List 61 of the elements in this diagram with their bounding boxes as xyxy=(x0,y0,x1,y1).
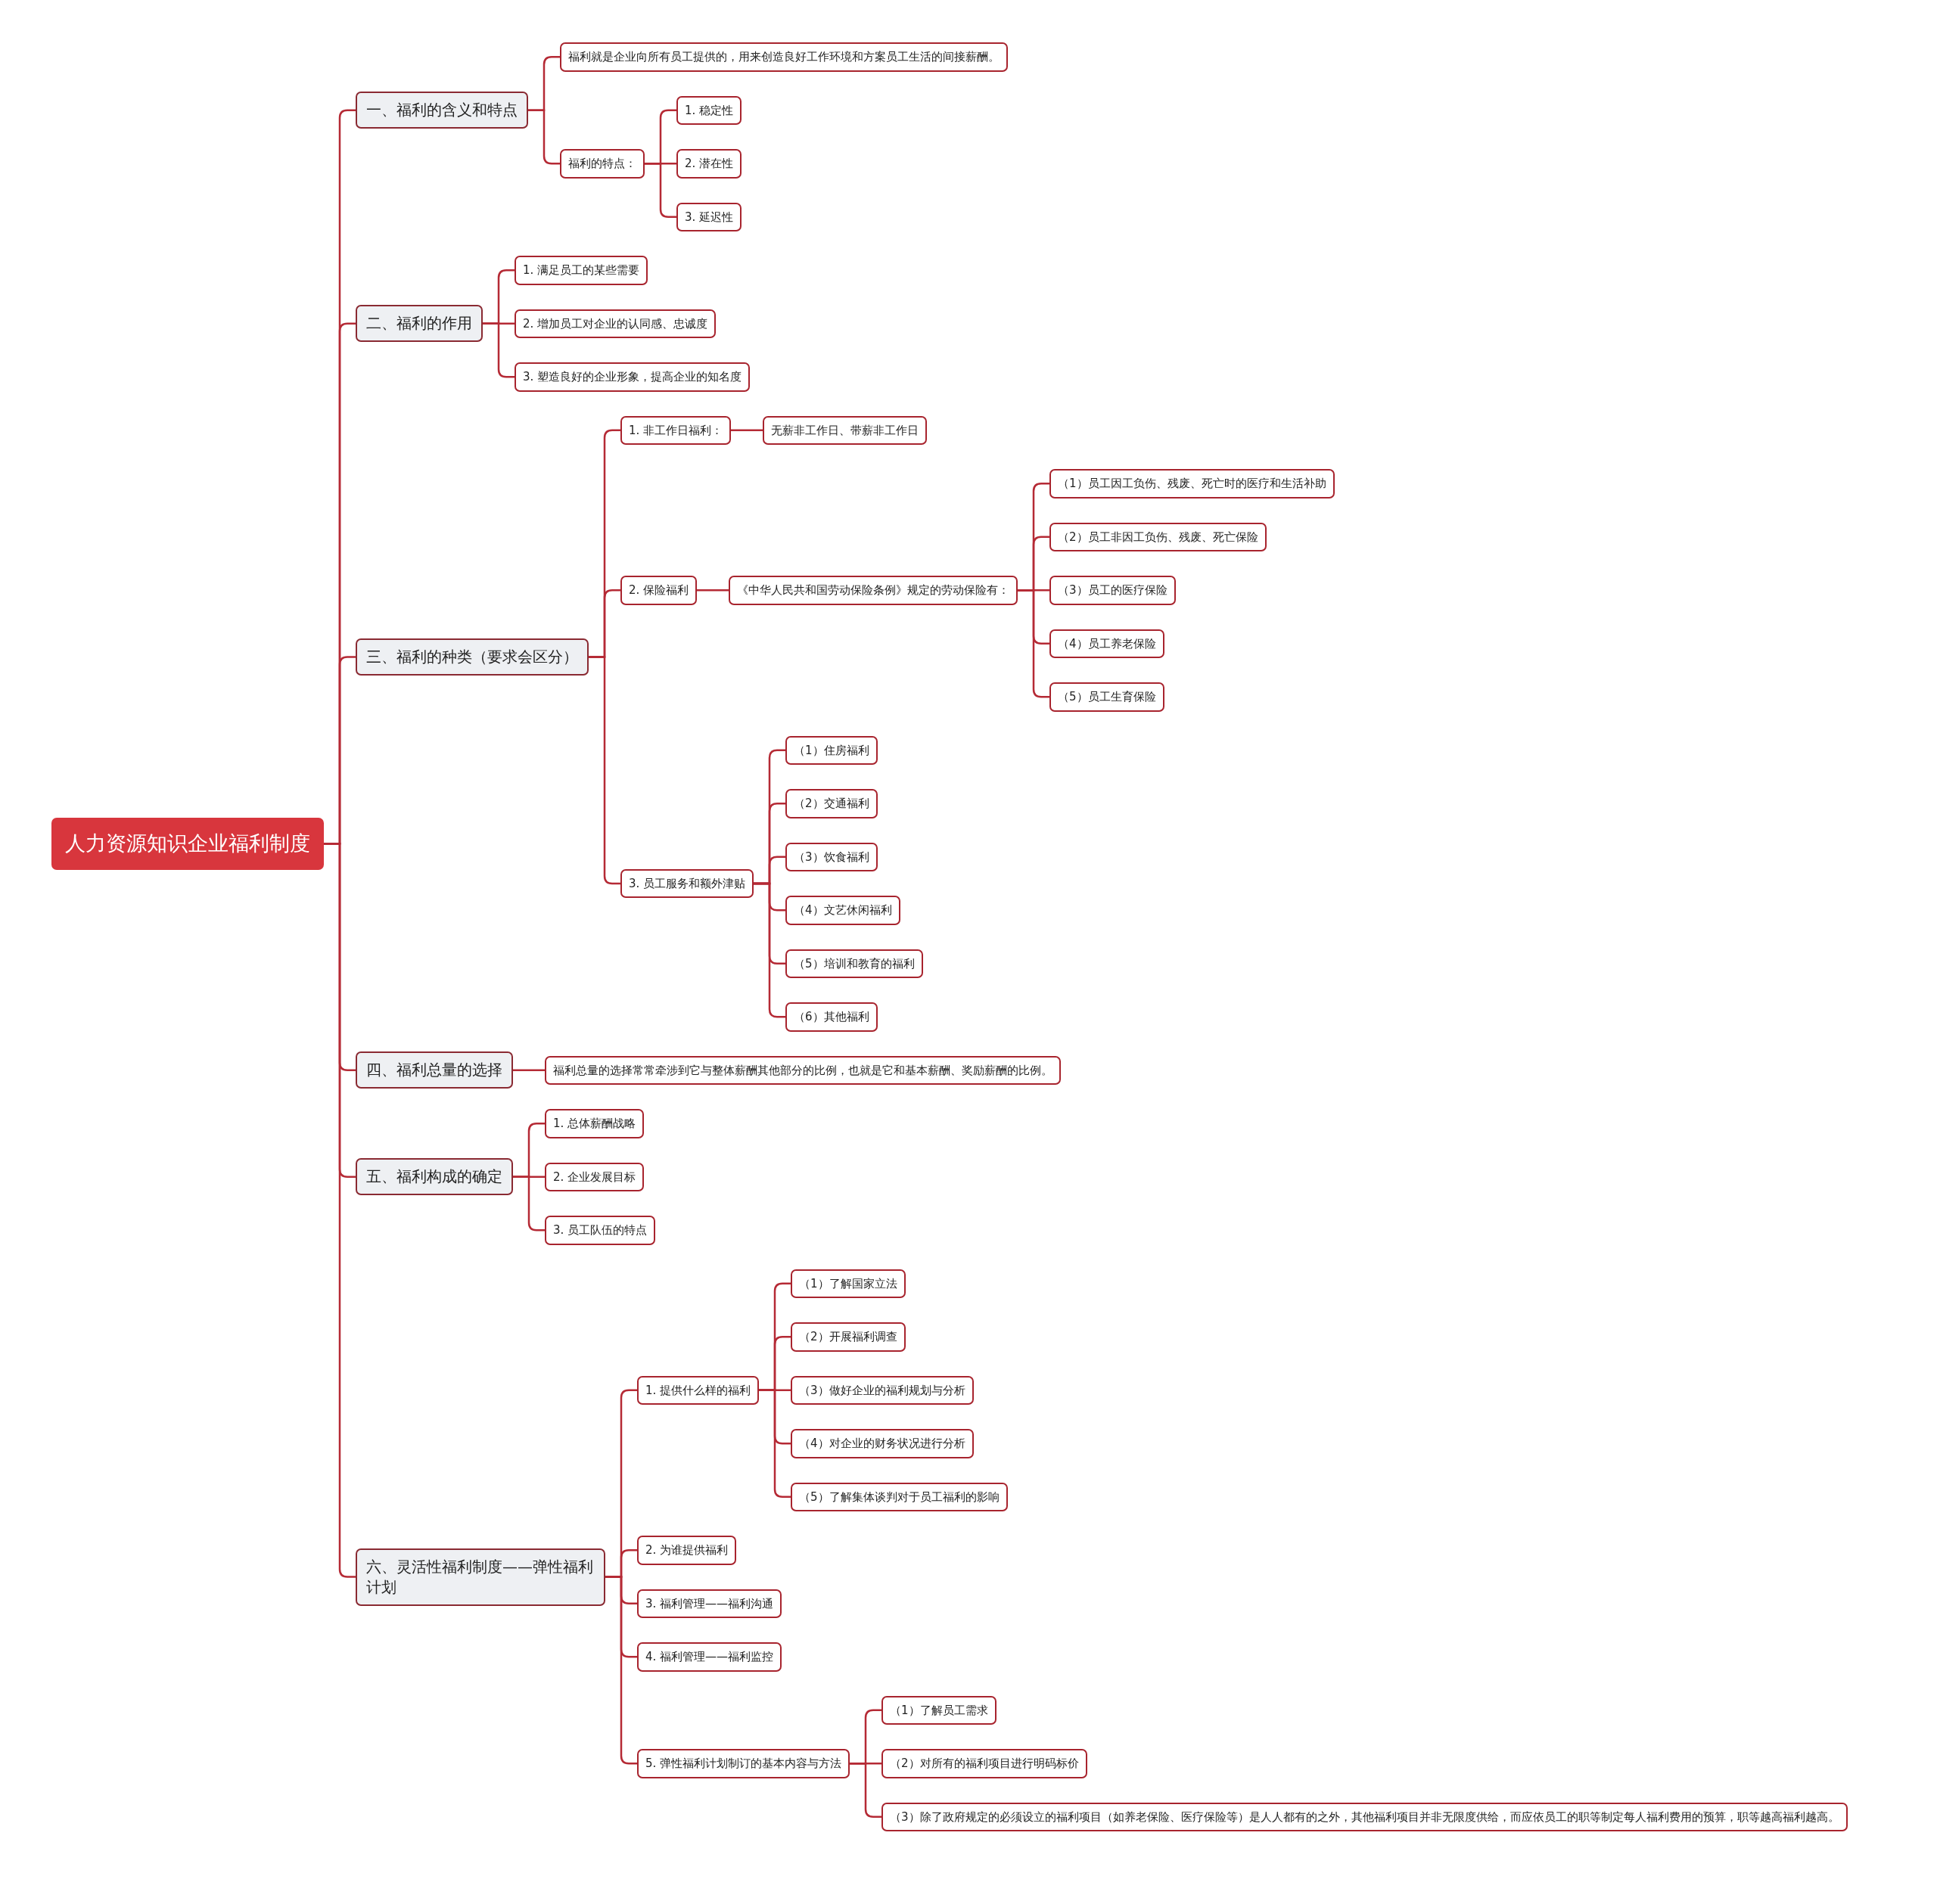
subtopic-box: 无薪非工作日、带薪非工作日 xyxy=(763,415,927,445)
subtopic-box: 4. 福利管理——福利监控 xyxy=(637,1642,782,1672)
subtopic-box: （5）员工生育保险 xyxy=(1049,682,1164,712)
subtopic-box: （5）培训和教育的福利 xyxy=(785,949,923,978)
connector-line xyxy=(731,429,763,431)
topic-box: 五、福利构成的确定 xyxy=(356,1158,513,1196)
subtopic-box: （6）其他福利 xyxy=(785,1002,878,1032)
subtopic-box: （3）做好企业的福利规划与分析 xyxy=(791,1375,974,1405)
subtopic-box: （1）员工因工负伤、残废、死亡时的医疗和生活补助 xyxy=(1049,469,1335,499)
topic-box: 六、灵活性福利制度——弹性福利计划 xyxy=(356,1548,605,1606)
connector-line xyxy=(528,109,560,165)
connector-line xyxy=(850,1763,881,1818)
subtopic-box: 3. 塑造良好的企业形象，提高企业的知名度 xyxy=(515,362,751,392)
subtopic-box: 《中华人民共和国劳动保险条例》规定的劳动保险有： xyxy=(729,576,1018,605)
topic-box: 三、福利的种类（要求会区分） xyxy=(356,638,589,676)
subtopic-box: （2）交通福利 xyxy=(785,789,878,818)
subtopic-box: （1）了解员工需求 xyxy=(881,1695,996,1725)
subtopic-box: （4）对企业的财务状况进行分析 xyxy=(791,1429,974,1458)
topic-box: 四、福利总量的选择 xyxy=(356,1051,513,1089)
subtopic-box: （5）了解集体谈判对于员工福利的影响 xyxy=(791,1482,1008,1511)
subtopic-box: 福利就是企业向所有员工提供的，用来创造良好工作环境和方案员工生活的间接薪酬。 xyxy=(560,42,1008,72)
subtopic-box: 1. 提供什么样的福利 xyxy=(637,1375,760,1405)
connector-line xyxy=(513,1176,545,1232)
connector-line xyxy=(513,1069,545,1071)
subtopic-box: （3）饮食福利 xyxy=(785,842,878,871)
connector-line xyxy=(605,1576,637,1765)
connector-line xyxy=(645,163,676,218)
connector-line xyxy=(754,882,785,1018)
connector-line xyxy=(697,589,729,592)
subtopic-box: （1）住房福利 xyxy=(785,735,878,765)
subtopic-box: （3）员工的医疗保险 xyxy=(1049,576,1176,605)
subtopic-box: 3. 延迟性 xyxy=(676,202,742,231)
subtopic-box: 2. 为谁提供福利 xyxy=(637,1536,737,1565)
subtopic-box: （4）员工养老保险 xyxy=(1049,629,1164,658)
subtopic-box: （3）除了政府规定的必须设立的福利项目（如养老保险、医疗保险等）是人人都有的之外，其他福利项目并非无限度供给，而应依员工的职等制定每人福利费用的预算，职等越高福利越高。 xyxy=(881,1802,1848,1831)
connector-line xyxy=(483,322,515,378)
subtopic-box: （4）文艺休闲福利 xyxy=(785,896,900,925)
subtopic-box: （2）员工非因工负伤、残废、死亡保险 xyxy=(1049,522,1267,551)
subtopic-box: 福利的特点： xyxy=(560,149,645,179)
topic-box: 一、福利的含义和特点 xyxy=(356,92,528,129)
connector-line xyxy=(589,656,620,885)
subtopic-box: 3. 员工服务和额外津贴 xyxy=(620,869,754,899)
subtopic-box: 1. 稳定性 xyxy=(676,95,742,125)
subtopic-box: （1）了解国家立法 xyxy=(791,1269,906,1298)
subtopic-box: 福利总量的选择常常牵涉到它与整体薪酬其他部分的比例，也就是它和基本薪酬、奖励薪酬的比例。 xyxy=(545,1055,1061,1085)
subtopic-box: 2. 保险福利 xyxy=(620,576,698,605)
subtopic-box: 1. 总体薪酬战略 xyxy=(545,1109,645,1138)
subtopic-box: 3. 员工队伍的特点 xyxy=(545,1216,656,1245)
subtopic-box: 1. 非工作日福利： xyxy=(620,415,732,445)
subtopic-box: 2. 潜在性 xyxy=(676,149,742,179)
topic-box: 二、福利的作用 xyxy=(356,305,483,343)
connector-line xyxy=(1018,589,1049,698)
subtopic-box: 5. 弹性福利计划制订的基本内容与方法 xyxy=(637,1749,850,1778)
subtopic-box: （2）开展福利调查 xyxy=(791,1322,906,1352)
central-topic: 人力资源知识企业福利制度 xyxy=(51,818,324,870)
subtopic-box: 2. 增加员工对企业的认同感、忠诚度 xyxy=(515,309,717,338)
subtopic-box: （2）对所有的福利项目进行明码标价 xyxy=(881,1749,1087,1778)
subtopic-box: 2. 企业发展目标 xyxy=(545,1162,645,1191)
subtopic-box: 1. 满足员工的某些需要 xyxy=(515,256,648,285)
subtopic-box: 3. 福利管理——福利沟通 xyxy=(637,1589,782,1618)
connector-line xyxy=(759,1389,791,1498)
